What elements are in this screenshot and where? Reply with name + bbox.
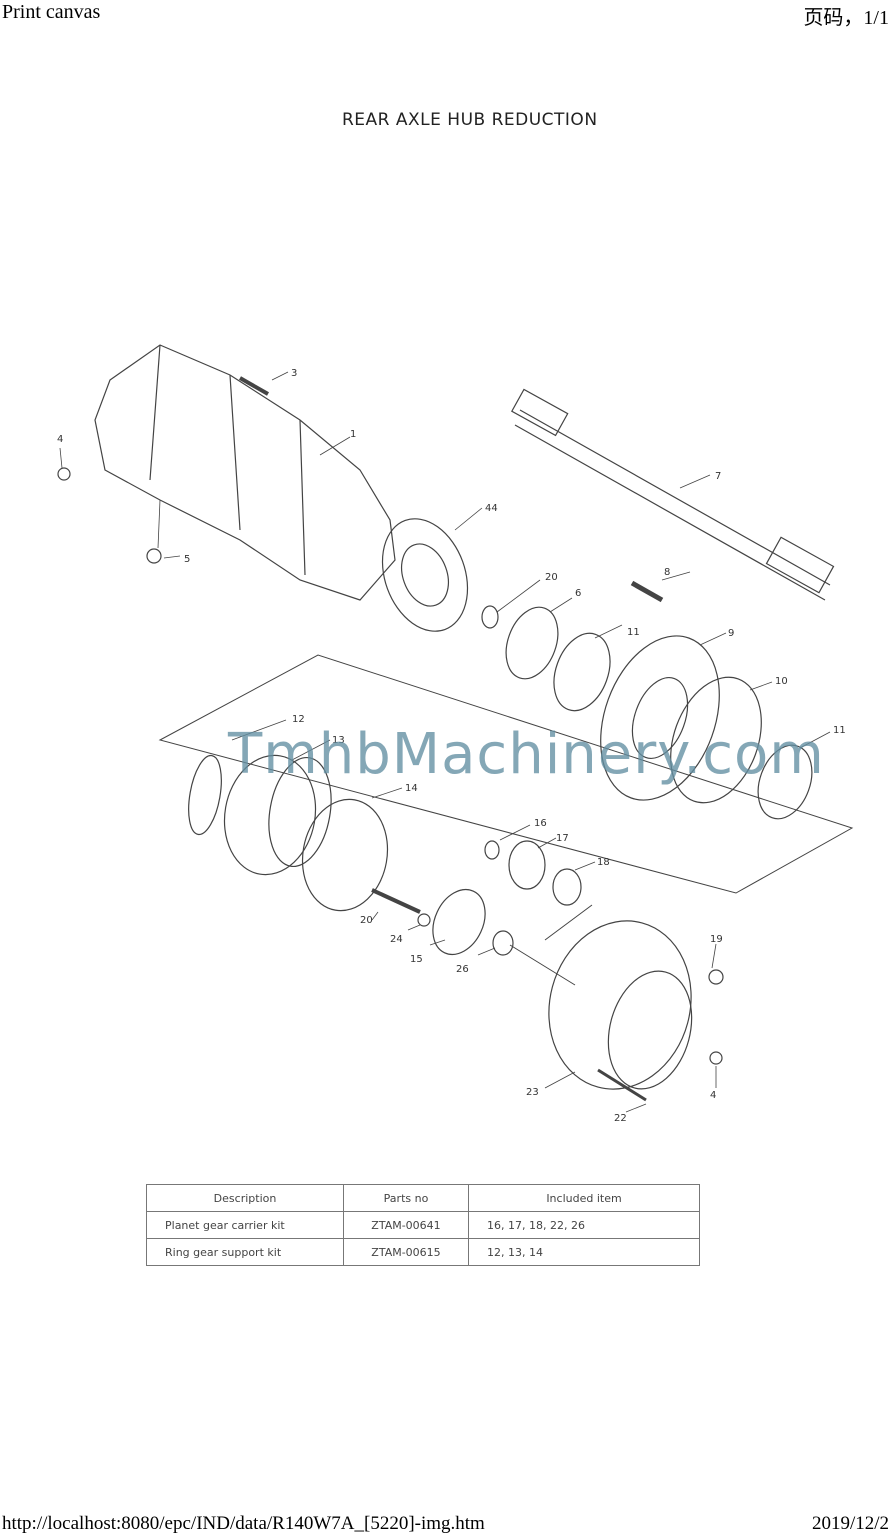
diagram-title: REAR AXLE HUB REDUCTION <box>342 110 598 130</box>
callout-number: 6 <box>575 588 581 599</box>
callout-number: 7 <box>715 471 721 482</box>
callout-number: 9 <box>728 628 734 639</box>
callout-number: 24 <box>390 934 403 945</box>
callout-number: 44 <box>485 503 498 514</box>
axle-shaft <box>514 409 831 601</box>
table-row: Ring gear support kit ZTAM-00615 12, 13,… <box>146 1238 700 1266</box>
table-row: Planet gear carrier kit ZTAM-00641 16, 1… <box>146 1211 700 1239</box>
callout-number: 5 <box>184 554 190 565</box>
callout-number: 14 <box>405 783 418 794</box>
table-cell: 16, 17, 18, 22, 26 <box>468 1211 700 1239</box>
table-cell: 12, 13, 14 <box>468 1238 700 1266</box>
callout-number: 4 <box>57 434 63 445</box>
callout-number: 4 <box>710 1090 716 1101</box>
kit-table: Description Parts no Included item Plane… <box>146 1184 700 1266</box>
callout-number: 22 <box>614 1113 627 1124</box>
callout-number: 15 <box>410 954 423 965</box>
callout-number: 11 <box>833 725 846 736</box>
callout-number: 19 <box>710 934 723 945</box>
header-page-number: 页码，1/1 <box>803 7 889 29</box>
footer-url: http://localhost:8080/epc/IND/data/R140W… <box>2 1513 485 1534</box>
footer-date: 2019/12/2 <box>811 1513 889 1534</box>
table-cell: Ring gear support kit <box>146 1238 344 1266</box>
column-header-included-item: Included item <box>468 1184 700 1212</box>
callout-number: 10 <box>775 676 788 687</box>
callout-number: 18 <box>597 857 610 868</box>
callout-number: 13 <box>332 735 345 746</box>
callout-number: 16 <box>534 818 547 829</box>
table-cell: ZTAM-00615 <box>343 1238 469 1266</box>
axle-housing <box>94 344 396 601</box>
callout-number: 8 <box>664 567 670 578</box>
table-header-row: Description Parts no Included item <box>146 1184 700 1212</box>
table-cell: Planet gear carrier kit <box>146 1211 344 1239</box>
callout-number: 17 <box>556 833 569 844</box>
callout-number: 3 <box>291 368 297 379</box>
watermark-text: TmhbMachinery.com <box>228 722 825 787</box>
callout-number: 1 <box>350 429 356 440</box>
callout-number: 23 <box>526 1087 539 1098</box>
header-left: Print canvas <box>2 1 101 23</box>
callout-number: 11 <box>627 627 640 638</box>
callout-number: 20 <box>545 572 558 583</box>
callout-number: 26 <box>456 964 469 975</box>
callout-number: 20 <box>360 915 373 926</box>
table-cell: ZTAM-00641 <box>343 1211 469 1239</box>
column-header-parts-no: Parts no <box>343 1184 469 1212</box>
callout-number: 12 <box>292 714 305 725</box>
column-header-description: Description <box>146 1184 344 1212</box>
